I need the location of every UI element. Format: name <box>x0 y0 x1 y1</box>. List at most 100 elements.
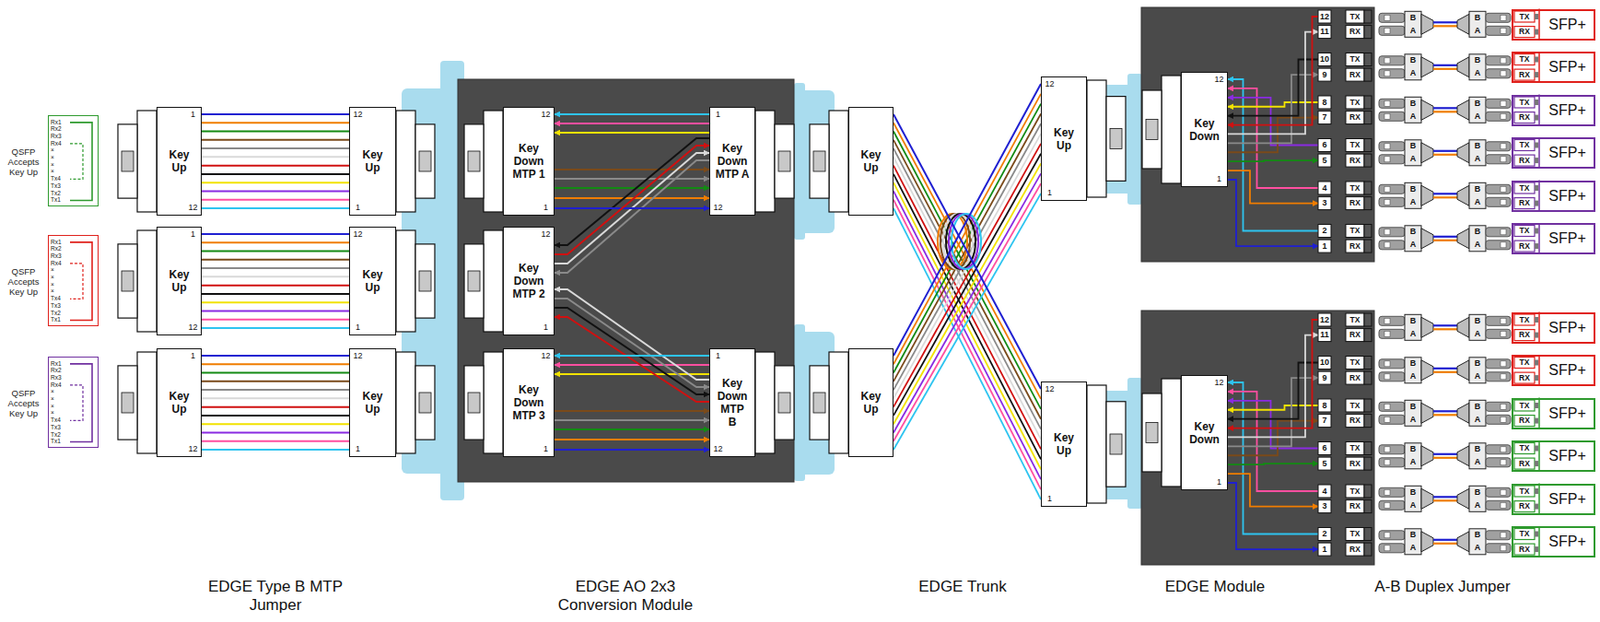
fiber <box>201 258 350 261</box>
lc-ferrule <box>1378 69 1405 79</box>
port-signal: RX <box>1345 25 1365 39</box>
connector-boot <box>415 244 435 318</box>
lc-latch <box>1500 532 1507 538</box>
port-number: 6 <box>1318 442 1332 456</box>
polarity-letter: B <box>1469 443 1486 456</box>
port-number: 6 <box>1318 139 1332 152</box>
connector-housing <box>396 110 416 212</box>
fiber <box>1227 32 1319 135</box>
fiber-position: 1 <box>712 350 725 362</box>
sfp-signal: TX <box>1514 140 1535 152</box>
sfp-tab <box>1514 543 1535 555</box>
fiber-position: 12 <box>351 229 364 240</box>
port-signal: TX <box>1345 398 1365 412</box>
sfp-tab-latch <box>1534 57 1539 63</box>
lc-latch <box>1500 373 1507 380</box>
node-text: Key Down MTP A <box>715 141 750 181</box>
fiber-position: 1 <box>351 322 364 333</box>
node-text: SFP+ <box>1541 11 1594 39</box>
port-number: 2 <box>1318 527 1332 541</box>
lc-body <box>1469 443 1486 469</box>
sfp-tab <box>1514 314 1535 326</box>
pin-name: × <box>50 161 68 169</box>
port-latch <box>1364 500 1372 514</box>
connector-boot <box>1142 393 1162 472</box>
lc-ferrule <box>1485 401 1511 411</box>
port-number: 7 <box>1318 414 1332 428</box>
fiber-connector <box>201 233 350 235</box>
sfp-divider <box>1538 222 1541 255</box>
fiber <box>201 301 350 304</box>
port-latch <box>1364 10 1372 24</box>
lc-ferrule <box>1485 111 1511 121</box>
fiber-position: 1 <box>1043 493 1056 504</box>
section-caption: EDGE Trunk <box>861 577 1064 619</box>
fiber <box>201 147 350 150</box>
port-box <box>1345 398 1365 412</box>
fiber <box>201 380 350 383</box>
sfp-ground <box>1511 222 1596 255</box>
lc-latch <box>1500 489 1507 495</box>
connector-boot <box>1106 96 1126 182</box>
mtp-connector: Key Up <box>1040 381 1087 507</box>
fiber <box>201 198 350 201</box>
lc-latch <box>1384 403 1390 409</box>
fiber-connector <box>554 113 710 116</box>
lc-latch <box>1500 317 1507 324</box>
lc-boot <box>1457 142 1470 164</box>
polarity-letter: B <box>1404 226 1422 238</box>
sfp-tab <box>1514 457 1535 469</box>
mtp-connector: Key Down MTP B <box>709 348 756 457</box>
pin-name: Rx2 <box>50 126 68 134</box>
qsfp-loop <box>70 242 93 321</box>
lc-body <box>1469 399 1486 426</box>
pin-name: Tx3 <box>50 423 68 432</box>
node-text: SFP+ <box>1541 314 1594 342</box>
fiber <box>1227 473 1319 507</box>
polarity-letter: B <box>1404 358 1422 370</box>
port-latch <box>1364 181 1372 195</box>
node-text: Key Up <box>853 148 888 175</box>
mtp-connector: Key Up <box>349 226 397 336</box>
polarity-letter: B <box>1469 400 1486 412</box>
port-latch <box>1364 139 1372 152</box>
lc-ferrule <box>1378 154 1405 164</box>
polarity-letter: A <box>1404 196 1422 208</box>
adapter-panel <box>1127 73 1143 205</box>
port-number: 12 <box>1318 10 1332 24</box>
fiber-position: 12 <box>186 322 199 333</box>
duplex-fiber <box>1433 150 1458 152</box>
fiber <box>201 267 350 269</box>
lc-boot <box>1457 185 1470 206</box>
fiber <box>201 241 350 244</box>
connector-key <box>419 151 432 172</box>
fiber <box>893 123 1041 390</box>
polarity-letter: B <box>1469 486 1486 498</box>
fiber <box>201 362 350 365</box>
fiber <box>201 327 350 329</box>
port-signal: TX <box>1345 484 1365 498</box>
fiber <box>201 284 350 287</box>
connector-boot <box>464 244 484 318</box>
polarity-letter: A <box>1469 153 1486 165</box>
port-box <box>1345 313 1365 327</box>
fiber-position: 1 <box>351 202 364 213</box>
sfp-tab <box>1514 485 1535 497</box>
lc-ferrule <box>1378 111 1405 121</box>
lc-latch <box>1384 156 1390 163</box>
fiber-connector <box>554 145 710 255</box>
mtp-connector: Key Down <box>1180 374 1228 491</box>
trunk-coil <box>948 213 979 269</box>
port-number: 12 <box>1318 313 1332 327</box>
polarity-letter: B <box>1404 443 1422 456</box>
connector-housing <box>483 110 503 212</box>
port-number-box <box>1318 224 1332 238</box>
sfp-tab-latch <box>1534 243 1539 249</box>
pin-name: Rx4 <box>50 259 68 268</box>
connector-key <box>467 392 480 413</box>
edge-module <box>1141 310 1375 565</box>
lc-boot <box>1421 316 1434 338</box>
port-number-box <box>1318 313 1332 327</box>
fiber <box>201 448 350 451</box>
duplex-fiber <box>1433 110 1458 113</box>
